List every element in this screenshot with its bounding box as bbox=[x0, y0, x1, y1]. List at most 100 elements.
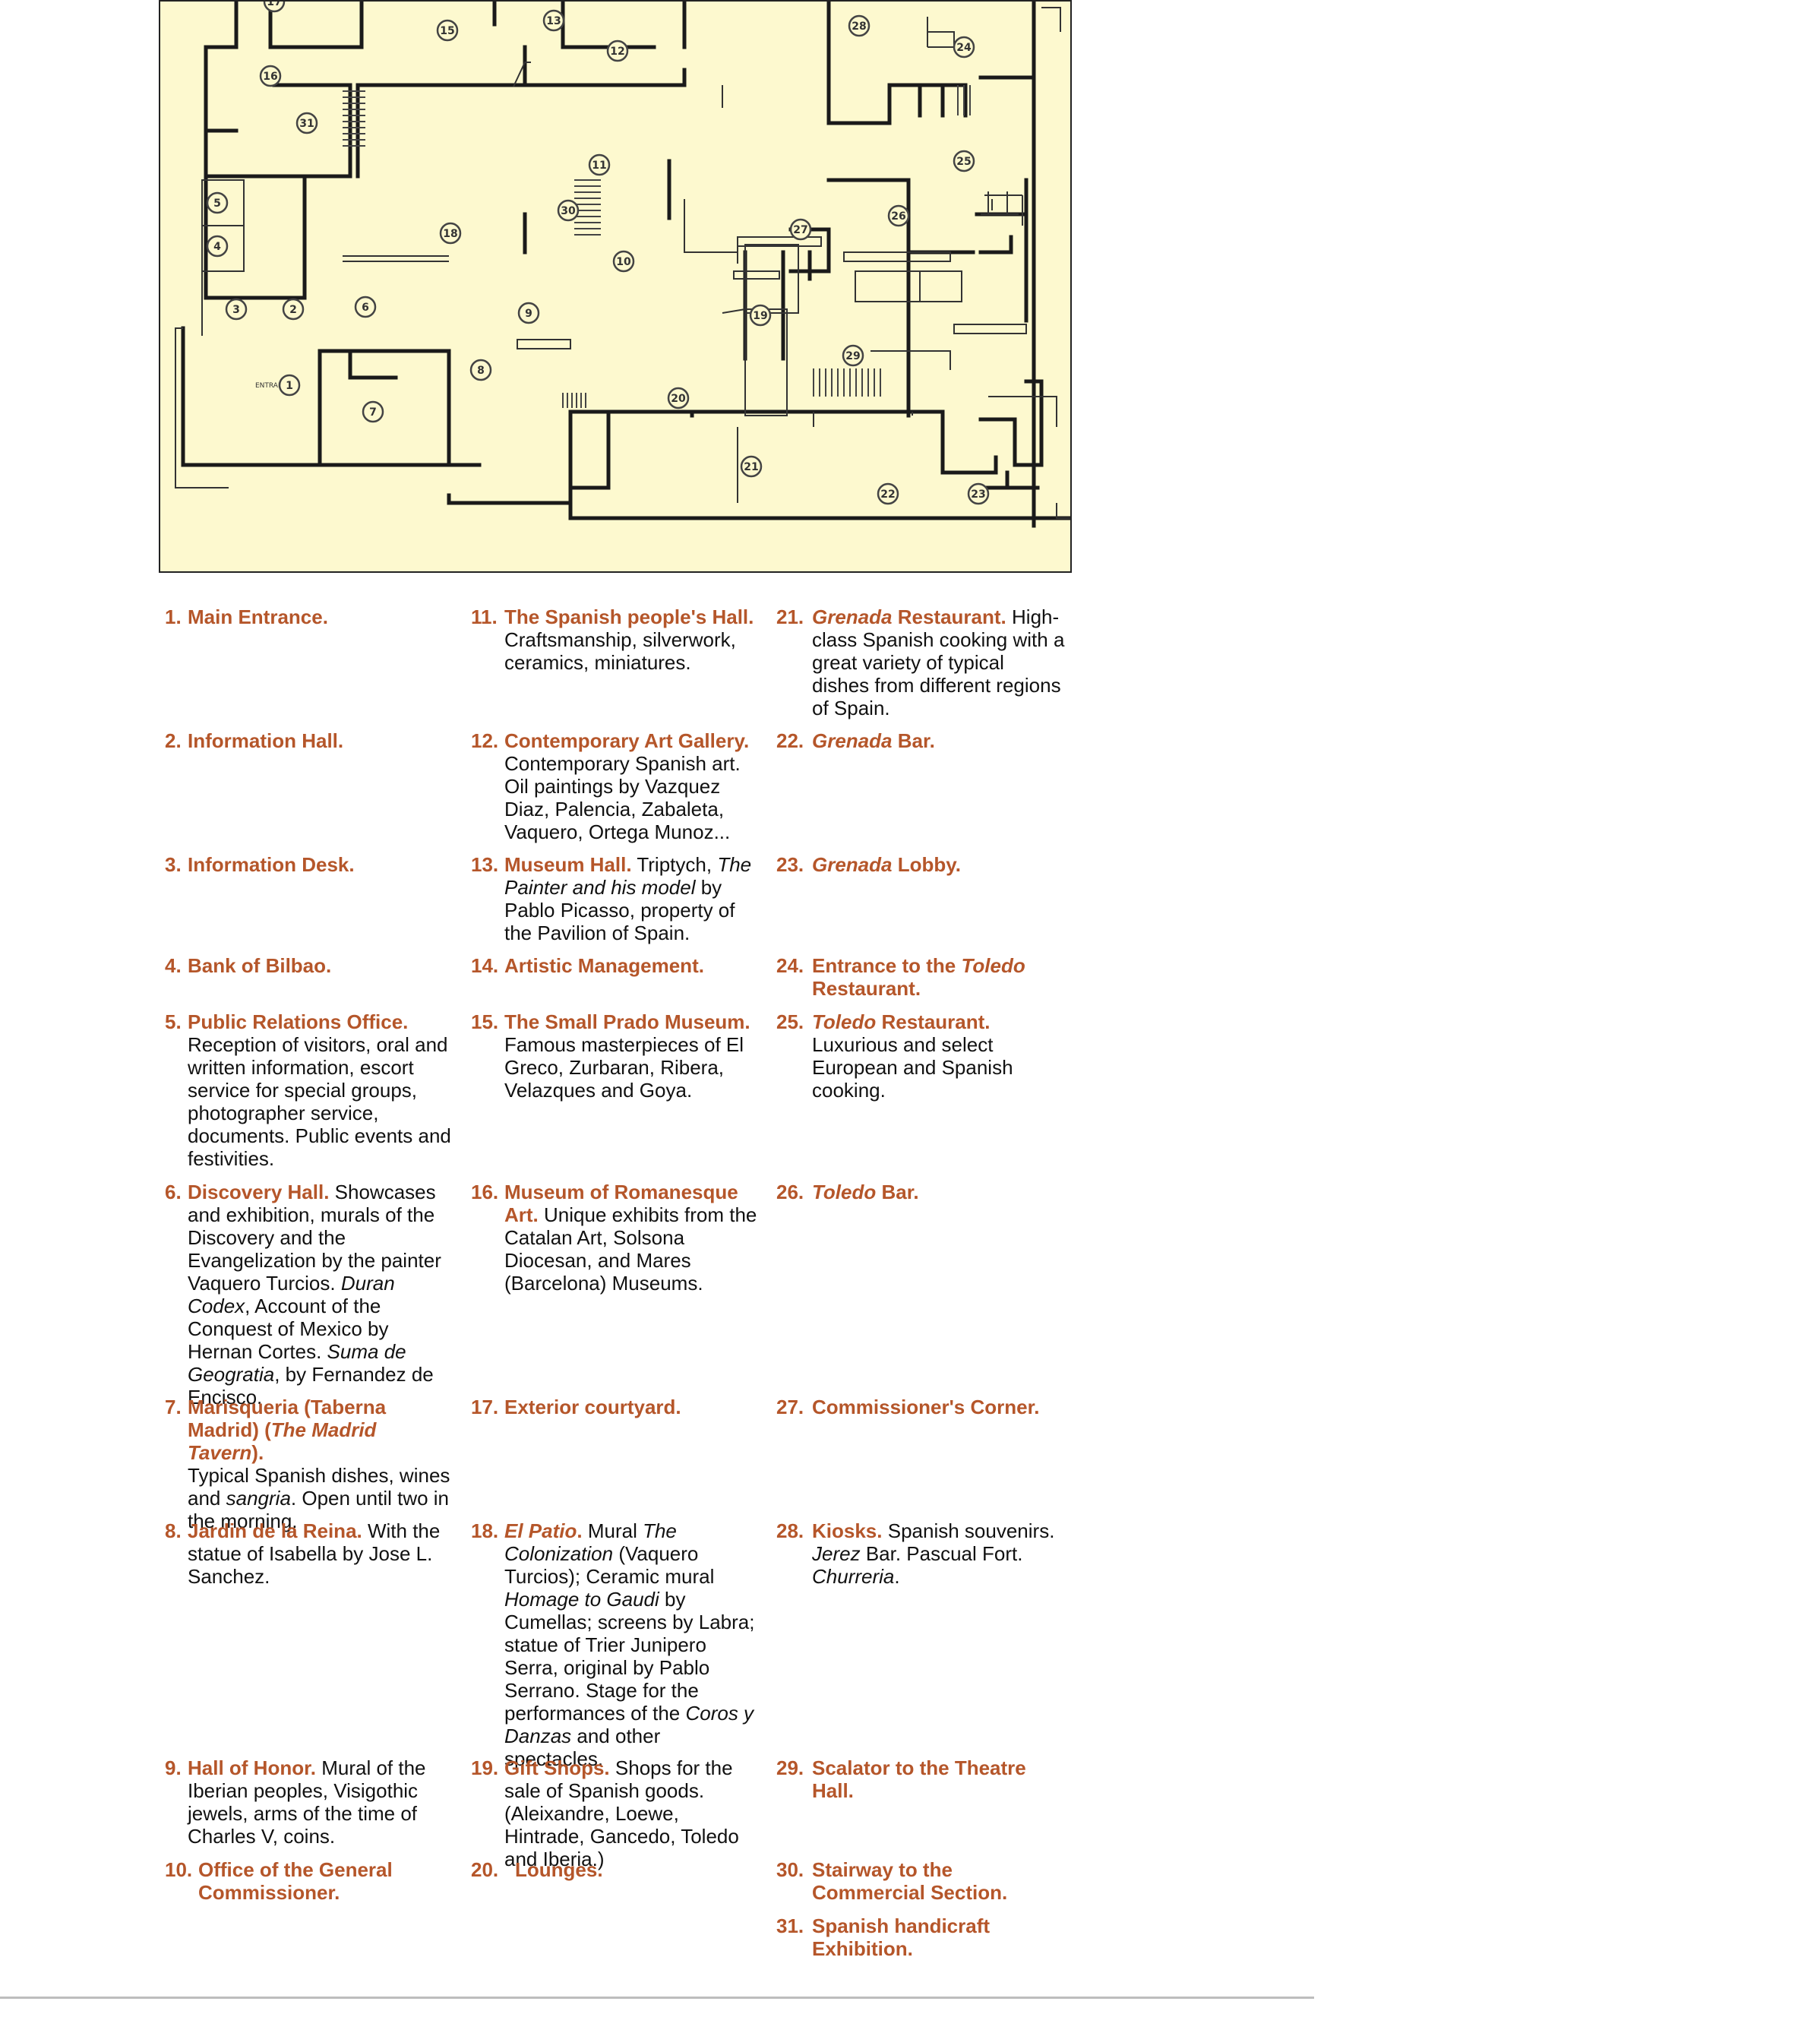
item-title: Restaurant. bbox=[812, 977, 921, 1000]
item-title: Bank of Bilbao. bbox=[188, 954, 332, 977]
item-title: Restaurant. bbox=[897, 605, 1006, 628]
item-description: Mural bbox=[587, 1519, 637, 1542]
item-description: Contemporary Spanish art. Oil paintings … bbox=[504, 752, 741, 843]
item-title: Stairway to the Commercial Section. bbox=[812, 1858, 1008, 1904]
item-description: , Account of the Conquest of Mexico by H… bbox=[188, 1295, 389, 1363]
legend-item-28: 28. Kiosks. Spanish souvenirs. Jerez Bar… bbox=[776, 1519, 1065, 1588]
svg-text:6: 6 bbox=[362, 302, 369, 314]
item-description-italic: Suma de Geogratia bbox=[188, 1340, 406, 1386]
item-title: Contemporary Art Gallery. bbox=[504, 729, 750, 752]
room-marker-5: 5 bbox=[206, 191, 229, 214]
item-description: Spanish souvenirs. bbox=[887, 1519, 1055, 1542]
legend-item-27: 27. Commissioner's Corner. bbox=[776, 1396, 1065, 1418]
item-description-italic: The Painter and his model bbox=[504, 853, 752, 899]
room-marker-16: 16 bbox=[259, 65, 282, 87]
item-description: Showcases and exhibition, murals of the … bbox=[188, 1181, 441, 1295]
item-title-italic: Toledo bbox=[812, 1181, 877, 1203]
room-marker-20: 20 bbox=[667, 387, 690, 409]
stairs-20 bbox=[562, 393, 586, 408]
item-number: 17. bbox=[471, 1396, 499, 1418]
legend-item-4: 4. Bank of Bilbao. bbox=[165, 954, 453, 977]
legend-item-18: 18. El Patio. Mural The Colonization (Va… bbox=[471, 1519, 760, 1770]
item-title: Main Entrance. bbox=[188, 605, 328, 628]
item-title: Bar. bbox=[881, 1181, 919, 1203]
item-number: 26. bbox=[776, 1181, 804, 1203]
room-marker-24: 24 bbox=[953, 36, 975, 58]
item-number: 20. bbox=[471, 1858, 499, 1881]
item-title: Lobby. bbox=[897, 853, 962, 876]
svg-text:12: 12 bbox=[610, 46, 624, 58]
item-title: Hall of Honor. bbox=[188, 1756, 316, 1779]
svg-text:7: 7 bbox=[369, 406, 377, 419]
item-description-italic: The Colonization bbox=[504, 1519, 677, 1565]
svg-text:3: 3 bbox=[232, 304, 240, 316]
item-number: 9. bbox=[165, 1756, 182, 1779]
room-marker-13: 13 bbox=[542, 9, 565, 32]
item-number: 1. bbox=[165, 605, 182, 628]
item-description: Bar. Pascual Fort. bbox=[865, 1542, 1023, 1565]
item-title: Museum Hall. bbox=[504, 853, 632, 876]
room-marker-21: 21 bbox=[740, 455, 763, 478]
item-description: With the statue of Isabella by Jose L. S… bbox=[188, 1519, 441, 1588]
item-title: Scalator to the Theatre Hall. bbox=[812, 1756, 1026, 1802]
svg-text:31: 31 bbox=[299, 118, 314, 130]
svg-text:20: 20 bbox=[671, 393, 686, 405]
svg-text:8: 8 bbox=[477, 365, 485, 377]
item-number: 7. bbox=[165, 1396, 182, 1418]
svg-text:21: 21 bbox=[744, 461, 758, 473]
svg-text:23: 23 bbox=[971, 488, 985, 501]
legend-item-7: 7. Marisqueria (Taberna Madrid) (The Mad… bbox=[165, 1396, 453, 1532]
item-title: Museum of Romanesque Art. bbox=[504, 1181, 738, 1226]
item-title: Commissioner's Corner. bbox=[812, 1396, 1040, 1418]
item-description: Craftsmanship, silverwork, ceramics, min… bbox=[504, 628, 736, 674]
legend-item-23: 23. Grenada Lobby. bbox=[776, 853, 1065, 876]
legend-item-16: 16. Museum of Romanesque Art. Unique exh… bbox=[471, 1181, 760, 1295]
room-marker-30: 30 bbox=[557, 199, 580, 222]
legend-item-26: 26. Toledo Bar. bbox=[776, 1181, 1065, 1203]
legend-item-15: 15. The Small Prado Museum.Famous master… bbox=[471, 1010, 760, 1102]
svg-text:9: 9 bbox=[525, 308, 532, 320]
item-description: and other spectacles. bbox=[504, 1725, 661, 1770]
legend-item-1: 1. Main Entrance. bbox=[165, 605, 453, 628]
item-number: 12. bbox=[471, 729, 499, 752]
item-number: 29. bbox=[776, 1756, 804, 1779]
svg-text:2: 2 bbox=[289, 304, 297, 316]
room-marker-1: 1 bbox=[278, 374, 301, 397]
svg-text:25: 25 bbox=[956, 156, 971, 168]
item-title: Gift Shops. bbox=[504, 1756, 610, 1779]
item-title: Artistic Management. bbox=[504, 954, 704, 977]
room-marker-2: 2 bbox=[282, 298, 305, 321]
room-marker-28: 28 bbox=[848, 14, 871, 37]
legend-item-20: 20. Lounges. bbox=[471, 1858, 760, 1881]
svg-text:17: 17 bbox=[267, 2, 281, 8]
item-title: Marisqueria (Taberna Madrid) ( bbox=[188, 1396, 387, 1441]
legend-item-25: 25. Toledo Restaurant.Luxurious and sele… bbox=[776, 1010, 1065, 1102]
room-marker-9: 9 bbox=[517, 302, 540, 324]
item-number: 24. bbox=[776, 954, 804, 977]
room-marker-17: 17 bbox=[263, 2, 286, 13]
room-marker-26: 26 bbox=[887, 204, 910, 227]
item-description: , by Fernandez de Encisco. bbox=[188, 1363, 434, 1409]
item-title-italic: El Patio bbox=[504, 1519, 577, 1542]
item-title: Exterior courtyard. bbox=[504, 1396, 681, 1418]
item-description-italic: sangria bbox=[226, 1487, 291, 1510]
legend-item-12: 12. Contemporary Art Gallery.Contemporar… bbox=[471, 729, 760, 843]
item-title-italic: Grenada bbox=[812, 729, 893, 752]
stairs-24 bbox=[957, 85, 971, 115]
item-description-italic: Duran Codex bbox=[188, 1272, 395, 1317]
svg-text:29: 29 bbox=[845, 350, 860, 362]
item-description: (Vaquero Turcios); Ceramic mural bbox=[504, 1542, 715, 1588]
item-number: 27. bbox=[776, 1396, 804, 1418]
item-description: Luxurious and select European and Spanis… bbox=[812, 1033, 1013, 1102]
item-title: ). bbox=[251, 1441, 264, 1464]
legend-item-31: 31. Spanish handicraft Exhibition. bbox=[776, 1914, 1065, 1960]
legend-item-10: 10. Office of the General Commissioner. bbox=[165, 1858, 453, 1904]
item-number: 8. bbox=[165, 1519, 182, 1542]
item-title: Information Hall. bbox=[188, 729, 344, 752]
svg-text:16: 16 bbox=[263, 71, 277, 83]
room-marker-7: 7 bbox=[362, 400, 384, 423]
item-description: Reception of visitors, oral and written … bbox=[188, 1033, 451, 1170]
item-title: Spanish handicraft Exhibition. bbox=[812, 1914, 991, 1960]
item-title-italic: Toledo bbox=[812, 1010, 877, 1033]
room-marker-3: 3 bbox=[225, 298, 248, 321]
